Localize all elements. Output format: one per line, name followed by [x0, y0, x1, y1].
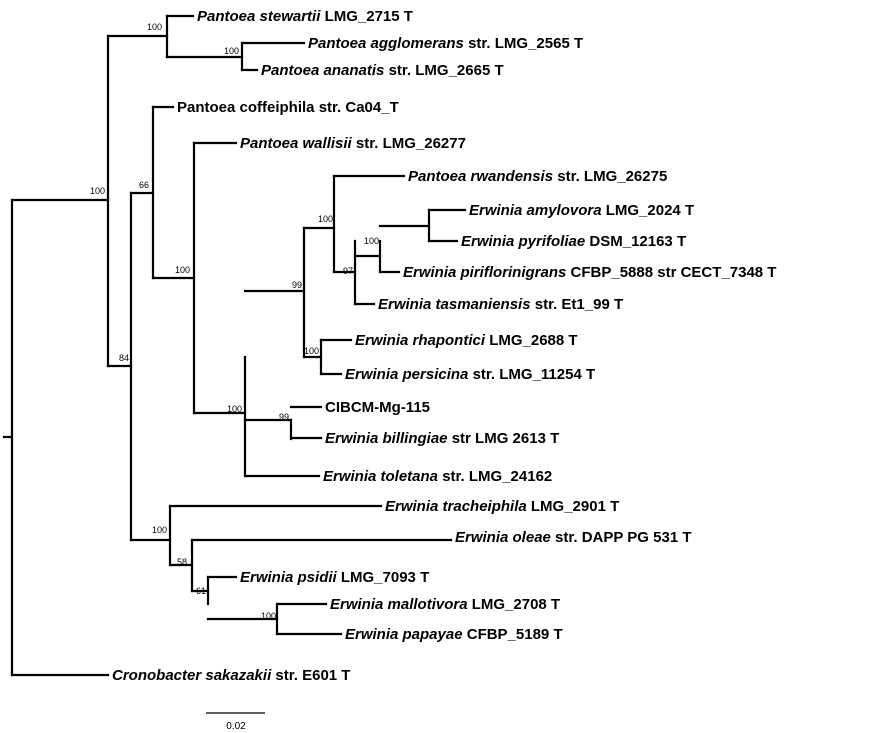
bootstrap-n-wall: 100	[175, 265, 190, 275]
bootstrap-n-61: 61	[196, 586, 206, 596]
bootstrap-n-99b: 99	[292, 280, 302, 290]
bootstrap-n-mall: 100	[261, 611, 276, 621]
strain-name: CFBP_5189 T	[467, 626, 563, 643]
bootstrap-n-amy: 100	[364, 236, 379, 246]
species-name: Erwinia psidii	[240, 569, 338, 586]
leaf-label-piriflor: Erwinia piriflorinigrans CFBP_5888 str C…	[403, 264, 776, 281]
bootstrap-n-coff: 66	[139, 180, 149, 190]
leaf-label-coffeiphila: Pantoea coffeiphila str. Ca04_T	[177, 99, 399, 116]
leaf-label-mallotivora: Erwinia mallotivora LMG_2708 T	[330, 596, 560, 613]
bootstrap-n-rwa: 100	[318, 214, 333, 224]
bootstrap-n-main: 100	[90, 186, 105, 196]
strain-name: LMG_2708 T	[472, 596, 560, 613]
strain-name: CIBCM-Mg-115	[325, 399, 430, 416]
strain-name: LMG_2715 T	[325, 8, 413, 25]
strain-name: str. LMG_26277	[356, 135, 466, 152]
bootstrap-n-99a: 99	[279, 412, 289, 422]
leaf-label-persicina: Erwinia persicina str. LMG_11254 T	[345, 366, 595, 383]
bootstrap-n-trach: 100	[152, 525, 167, 535]
leaf-label-ananatis: Pantoea ananatis str. LMG_2665 T	[261, 62, 504, 79]
leaf-label-pyrifoliae: Erwinia pyrifoliae DSM_12163 T	[461, 233, 686, 250]
leaf-label-rhapontici: Erwinia rhapontici LMG_2688 T	[355, 332, 578, 349]
strain-name: LMG_2688 T	[489, 332, 577, 349]
strain-name: str. LMG_11254 T	[473, 366, 596, 383]
strain-name: str. LMG_26275	[557, 168, 667, 185]
leaf-label-tasmaniensis: Erwinia tasmaniensis str. Et1_99 T	[378, 296, 623, 313]
leaf-label-agglomerans: Pantoea agglomerans str. LMG_2565 T	[308, 35, 583, 52]
species-name: Erwinia rhapontici	[355, 332, 486, 349]
species-name: Cronobacter sakazakii	[112, 667, 272, 684]
leaf-label-toletana: Erwinia toletana str. LMG_24162	[323, 468, 552, 485]
bootstrap-n-97: 97	[343, 266, 353, 276]
species-name: Erwinia pyrifoliae	[461, 233, 585, 250]
scale-bar-label: 0.02	[226, 721, 246, 732]
species-name: Pantoea rwandensis	[408, 168, 553, 185]
species-name: Erwinia piriflorinigrans	[403, 264, 566, 281]
leaf-label-oleae: Erwinia oleae str. DAPP PG 531 T	[455, 529, 692, 546]
species-name: Erwinia toletana	[323, 468, 438, 485]
strain-name: str. DAPP PG 531 T	[555, 529, 691, 546]
bootstrap-n-84: 84	[119, 353, 129, 363]
species-name: Erwinia mallotivora	[330, 596, 468, 613]
species-name: Erwinia amylovora	[469, 202, 602, 219]
strain-name: DSM_12163 T	[589, 233, 686, 250]
strain-name: str. Et1_99 T	[535, 296, 623, 313]
species-name: Erwinia oleae	[455, 529, 551, 546]
bootstrap-n-58: 58	[177, 557, 187, 567]
species-name: Pantoea agglomerans	[308, 35, 464, 52]
strain-name: str. LMG_24162	[442, 468, 552, 485]
strain-name: str. LMG_2665 T	[389, 62, 504, 79]
species-name: Erwinia tracheiphila	[385, 498, 527, 515]
bootstrap-n-rhap: 100	[304, 346, 319, 356]
leaf-label-cibcm: CIBCM-Mg-115	[325, 399, 430, 416]
strain-name: Pantoea coffeiphila str. Ca04_T	[177, 99, 399, 116]
strain-name: str LMG 2613 T	[452, 430, 560, 447]
bootstrap-n-stew-agg: 100	[147, 22, 162, 32]
species-name: Pantoea ananatis	[261, 62, 384, 79]
strain-name: CFBP_5888 str CECT_7348 T	[571, 264, 777, 281]
leaf-label-papayae: Erwinia papayae CFBP_5189 T	[345, 626, 563, 643]
species-name: Erwinia tasmaniensis	[378, 296, 531, 313]
species-name: Erwinia persicina	[345, 366, 468, 383]
species-name: Erwinia billingiae	[325, 430, 448, 447]
species-name: Pantoea stewartii	[197, 8, 321, 25]
leaf-label-wallisii: Pantoea wallisii str. LMG_26277	[240, 135, 466, 152]
strain-name: str. LMG_2565 T	[468, 35, 583, 52]
bootstrap-n-erw: 100	[227, 404, 242, 414]
bootstrap-n-agg-ana: 100	[224, 46, 239, 56]
species-name: Erwinia papayae	[345, 626, 463, 643]
leaf-label-amylovora: Erwinia amylovora LMG_2024 T	[469, 202, 694, 219]
species-name: Pantoea wallisii	[240, 135, 353, 152]
leaf-label-stewartii: Pantoea stewartii LMG_2715 T	[197, 8, 413, 25]
strain-name: str. E601 T	[275, 667, 350, 684]
leaf-label-psidii: Erwinia psidii LMG_7093 T	[240, 569, 429, 586]
strain-name: LMG_2901 T	[531, 498, 619, 515]
strain-name: LMG_7093 T	[341, 569, 429, 586]
strain-name: LMG_2024 T	[606, 202, 694, 219]
leaf-label-sakazakii: Cronobacter sakazakii str. E601 T	[112, 667, 350, 684]
leaf-label-tracheiphila: Erwinia tracheiphila LMG_2901 T	[385, 498, 619, 515]
leaf-label-rwandensis: Pantoea rwandensis str. LMG_26275	[408, 168, 667, 185]
leaf-label-billingiae: Erwinia billingiae str LMG 2613 T	[325, 430, 559, 447]
